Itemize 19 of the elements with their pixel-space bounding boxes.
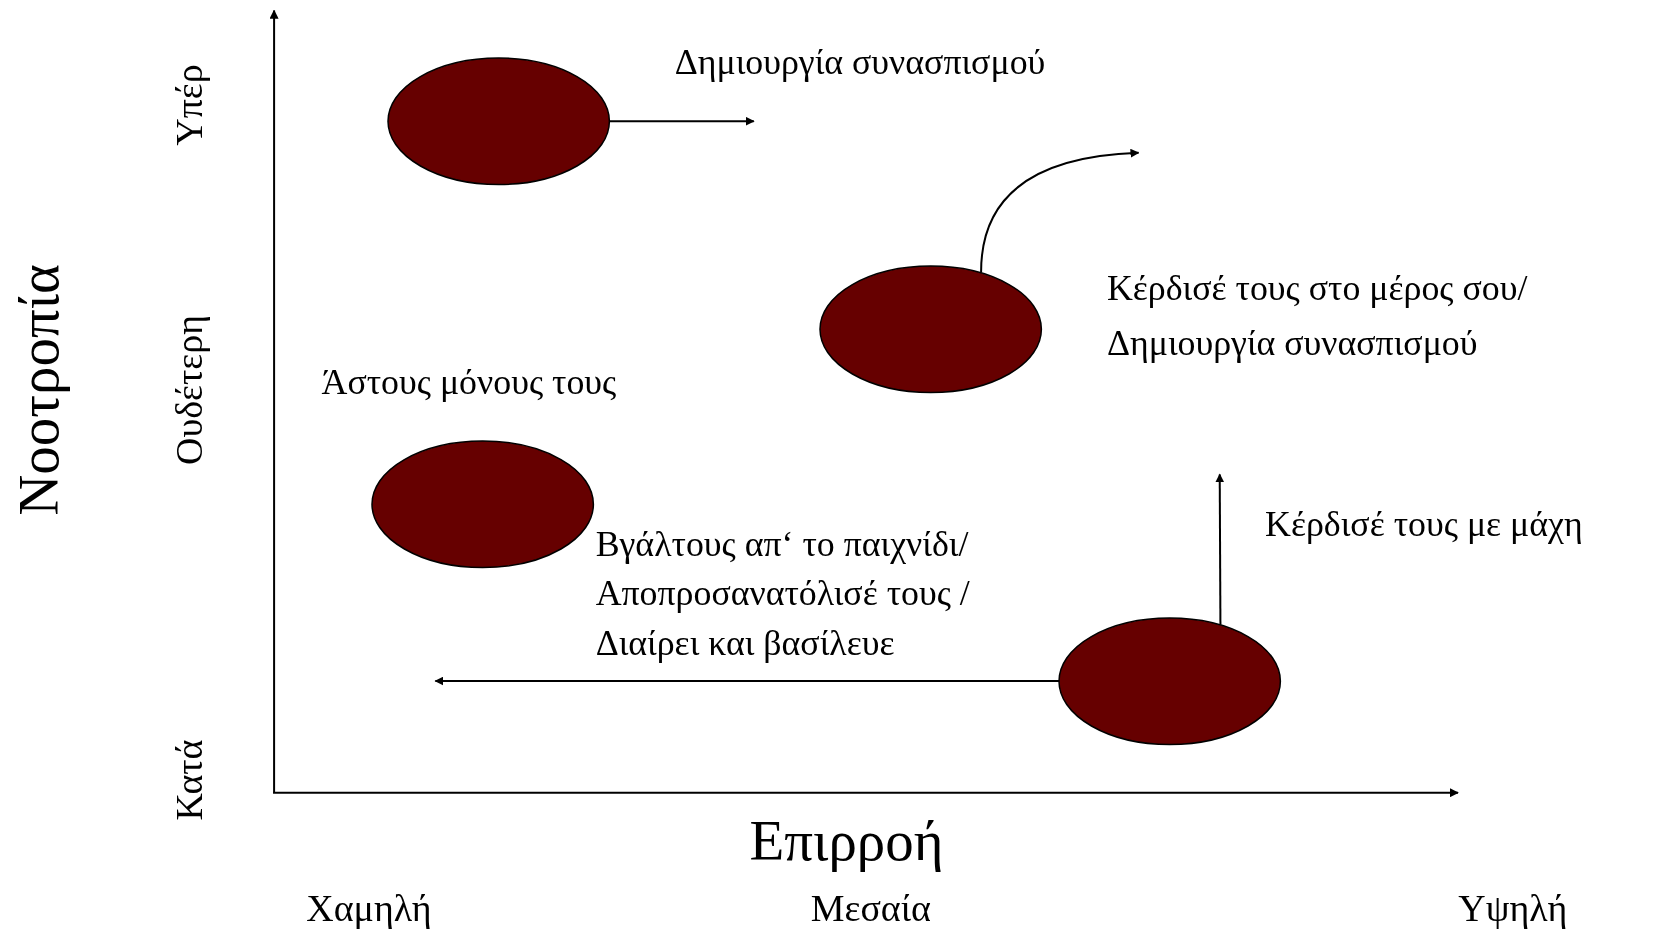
- axis-tick-label: Υψηλή: [1458, 886, 1568, 931]
- axis-title: Επιρροή: [749, 808, 944, 874]
- ellipse: [370, 438, 596, 570]
- action-label: Άστους μόνους τους: [321, 361, 617, 403]
- axis-tick-label: Μεσαία: [810, 886, 931, 931]
- action-label: Βγάλτους απ‘ το παιχνίδι/ Αποπροσανατόλισέ τους / Διαίρει και βασίλευε: [595, 522, 971, 665]
- axis-tick-label: Υπέρ: [167, 64, 211, 147]
- ellipse: [1057, 615, 1283, 747]
- action-label: Δημιουργία συνασπισμού: [674, 42, 1046, 84]
- ellipse: [385, 55, 612, 187]
- axis-tick-label: Ουδέτερη: [167, 315, 211, 465]
- arrow: [1215, 473, 1225, 626]
- action-label: Κέρδισέ τους με μάχη: [1265, 503, 1583, 546]
- action-label: Κέρδισέ τους στο μέρος σου/ Δημιουργία συνασπισμού: [1106, 267, 1529, 366]
- axis-tick-label: Χαμηλή: [306, 886, 432, 931]
- ellipse: [818, 263, 1044, 395]
- axis-tick-label: Κατά: [167, 739, 211, 821]
- axis-title: Νοοτροπία: [6, 264, 72, 516]
- arrow: [980, 148, 1140, 274]
